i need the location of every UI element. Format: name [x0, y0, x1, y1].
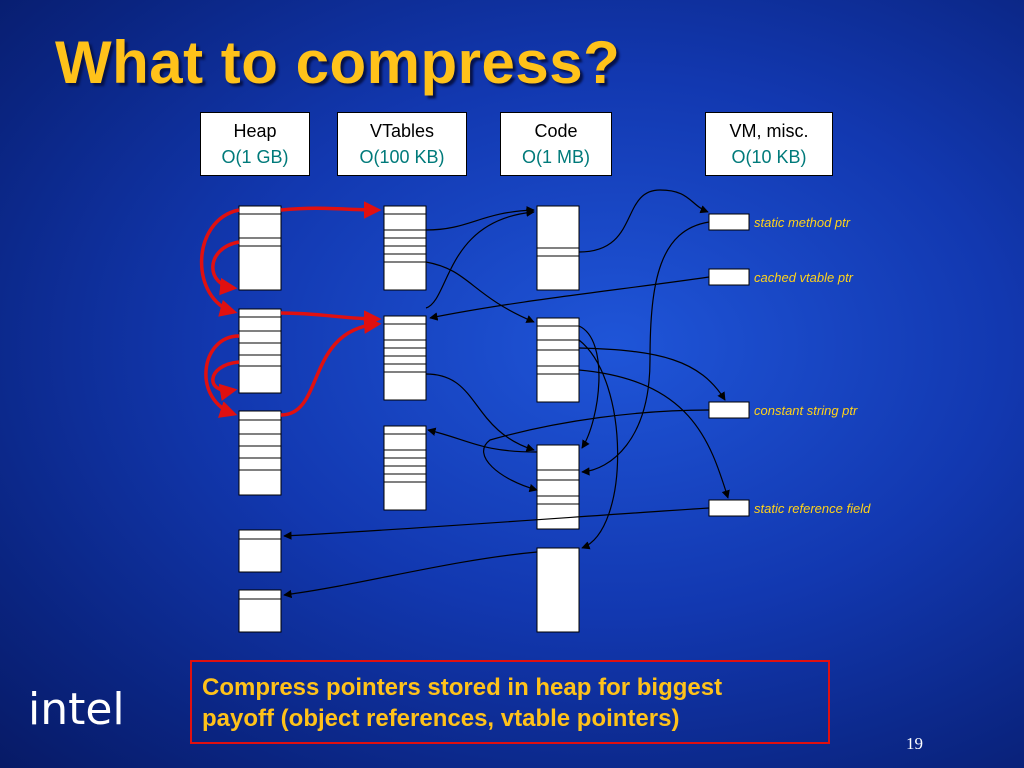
code-to-vtable-arrow: [427, 427, 538, 453]
heap-ref-arrow-4: [211, 360, 240, 401]
intel-logo: intel: [28, 684, 125, 735]
constant-string-ptr-label: constant string ptr: [754, 403, 858, 418]
static-reference-field-slot: [708, 499, 750, 517]
callout-box: Compress pointers stored in heap for big…: [190, 660, 830, 744]
static-method-ptr-label: static method ptr: [754, 215, 851, 230]
vtables-header: VTables O(100 KB): [337, 112, 467, 176]
vtable-to-code-arrow-1: [425, 206, 535, 231]
vtable-to-code-arrow-2: [425, 261, 535, 323]
cached-vtable-ptr-label: cached vtable ptr: [754, 270, 854, 285]
misc-pointer-arrows: [283, 189, 730, 599]
code-to-constant-string-arrow: [578, 347, 726, 401]
heap-ref-arrow-1: [199, 208, 240, 317]
code-to-code-arrow-2: [578, 339, 619, 550]
heap-to-vtable-arrow-2: [280, 310, 382, 328]
code-to-code-arrow-1: [578, 325, 600, 449]
static-method-ptr-slot: [708, 213, 750, 231]
heap-object-3: [238, 410, 282, 496]
heap-header: Heap O(1 GB): [200, 112, 310, 176]
code-to-static-reference-arrow: [578, 369, 730, 499]
heap-to-vtable-arrow-3: [280, 316, 382, 417]
code-label: Code: [534, 121, 578, 141]
heap-ref-arrow-3: [204, 334, 240, 418]
heap-ref-arrow-2: [211, 240, 240, 296]
static-reference-to-heap-arrow: [283, 507, 710, 540]
vm-misc-size: O(10 KB): [731, 147, 807, 167]
constant-string-ptr-slot: [708, 401, 750, 419]
callout-line-2: payoff (object references, vtable pointe…: [202, 705, 680, 732]
vtable-1: [383, 205, 427, 291]
heap-pointer-arrows: [199, 201, 382, 418]
heap-object-1: [238, 205, 282, 291]
code-block-1: [536, 205, 580, 291]
vm-misc-label: VM, misc.: [729, 121, 809, 141]
heap-size: O(1 GB): [221, 147, 289, 167]
code-block-3: [536, 444, 580, 530]
vtable-to-code-arrow-3: [425, 373, 535, 452]
code-block-2: [536, 317, 580, 403]
vtables-size: O(100 KB): [359, 147, 445, 167]
vm-misc-header: VM, misc. O(10 KB): [705, 112, 833, 176]
code-block-4: [536, 547, 580, 633]
cached-vtable-arrow: [429, 276, 710, 321]
heap-label: Heap: [233, 121, 277, 141]
static-reference-field-label: static reference field: [754, 501, 871, 516]
slide-title: What to compress?: [55, 29, 621, 96]
page-number: 19: [906, 734, 923, 753]
vtables-label: VTables: [369, 121, 435, 141]
callout-line-1: Compress pointers stored in heap for big…: [202, 674, 723, 701]
code-header: Code O(1 MB): [500, 112, 612, 176]
code-to-heap-arrow: [283, 551, 538, 599]
heap-object-5: [238, 589, 282, 633]
cached-vtable-ptr-slot: [708, 268, 750, 286]
heap-object-4: [238, 529, 282, 573]
heap-object-2: [238, 308, 282, 394]
vtable-3: [383, 425, 427, 511]
code-to-static-method-arrow: [578, 189, 709, 253]
static-method-to-code-arrow: [581, 221, 710, 476]
vtable-to-code-arrow-4: [425, 208, 535, 309]
code-size: O(1 MB): [521, 147, 590, 167]
heap-to-vtable-arrow-1: [280, 201, 382, 219]
constant-string-to-code-arrow: [483, 409, 710, 493]
vtable-2: [383, 315, 427, 401]
